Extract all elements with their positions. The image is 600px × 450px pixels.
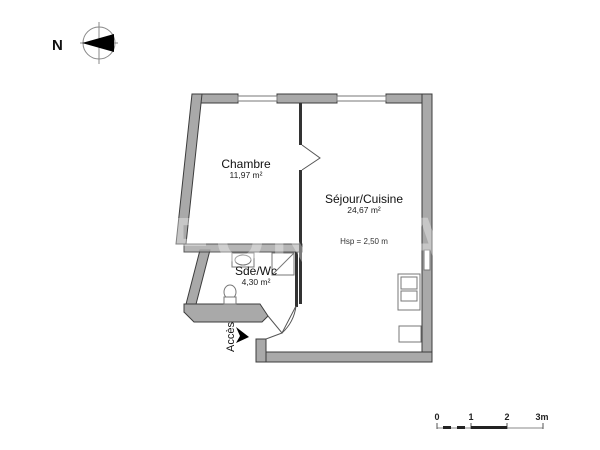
- cooktop-icon: [398, 325, 422, 343]
- doors: [265, 144, 321, 340]
- scale-tick-1: 1: [468, 412, 473, 422]
- fixtures: [223, 252, 422, 343]
- kitchen-sink-icon: [397, 273, 421, 311]
- shower-icon: [271, 252, 295, 276]
- windows: [237, 95, 431, 271]
- entrance-arrow-icon: [236, 327, 249, 343]
- north-label: N: [52, 37, 63, 54]
- room-chambre: Chambre 11,97 m²: [221, 157, 271, 180]
- toilet-icon: [223, 284, 237, 305]
- scale-tick-2: 2: [504, 412, 509, 422]
- room-name: Séjour/Cuisine: [325, 192, 403, 206]
- room-sejour-cuisine: Séjour/Cuisine 24,67 m² Hsp = 2,50 m: [325, 192, 403, 246]
- scale-tick-0: 0: [434, 412, 439, 422]
- room-area: 4,30 m²: [242, 277, 271, 287]
- room-name: Sde/Wc: [235, 264, 277, 278]
- ceiling-height: Hsp = 2,50 m: [340, 237, 388, 246]
- walls: [175, 93, 433, 363]
- scale-tick-3: 3m: [535, 412, 548, 422]
- room-sde-wc: Sde/Wc 4,30 m²: [235, 264, 277, 287]
- compass: N: [52, 22, 118, 64]
- north-arrow-icon: [80, 22, 118, 64]
- room-name: Chambre: [221, 157, 271, 171]
- scale-bar: 0 1 2 3m: [434, 412, 549, 429]
- entrance: Accès: [225, 322, 249, 352]
- room-area: 24,67 m²: [347, 205, 381, 215]
- watermark: FONCIA: [170, 204, 451, 276]
- room-area: 11,97 m²: [230, 170, 263, 180]
- washbasin-icon: [231, 252, 255, 268]
- entrance-label: Accès: [225, 322, 237, 352]
